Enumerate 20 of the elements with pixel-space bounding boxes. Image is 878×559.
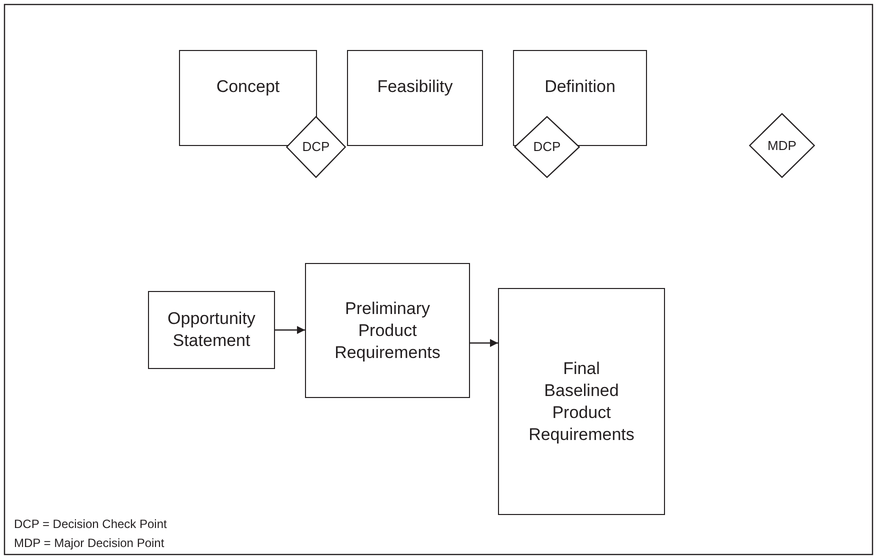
box-label: Feasibility xyxy=(377,76,453,98)
box-label: Definition xyxy=(544,76,616,98)
box-label: DCP xyxy=(302,138,330,156)
box-label: MDP xyxy=(768,136,796,154)
legend-note: DCP = Decision Check Point xyxy=(14,517,167,531)
box-label: DCP xyxy=(533,138,561,156)
process-box xyxy=(347,50,483,146)
process-box xyxy=(305,263,470,398)
box-label: Final Baselined Product Requirements xyxy=(528,358,636,446)
decision-diamond xyxy=(286,116,346,178)
arrow xyxy=(275,326,305,334)
box-label: Opportunity Statement xyxy=(166,308,256,352)
box-label: Concept xyxy=(216,76,280,98)
arrow xyxy=(470,339,498,347)
decision-diamond xyxy=(749,113,815,178)
decision-diamond xyxy=(514,116,580,178)
box-label: Preliminary Product Requirements xyxy=(334,298,442,364)
process-box xyxy=(148,291,275,369)
legend-note: MDP = Major Decision Point xyxy=(14,536,164,550)
process-box xyxy=(498,288,665,515)
